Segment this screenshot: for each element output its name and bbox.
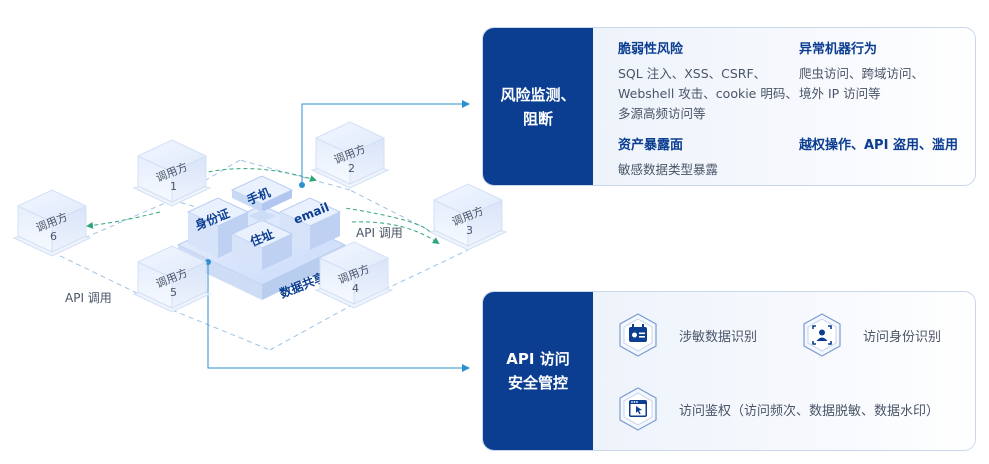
risk-column-abnormal: 异常机器行为 爬虫访问、跨域访问、 境外 IP 访问等 越权操作、API 盗用、… (799, 40, 969, 156)
caller-number: 1 (170, 180, 177, 193)
risk-title-vulnerability: 脆弱性风险 (618, 42, 684, 57)
browser-cursor-icon (617, 386, 659, 432)
connector-dot-top (299, 182, 305, 188)
caller-number: 6 (50, 230, 57, 243)
calendar-id-icon (617, 312, 659, 358)
caller-cube-top (314, 121, 386, 155)
connector-lines (207, 100, 470, 372)
caller-number: 3 (466, 224, 473, 237)
risk-line: SQL 注入、XSS、CSRF、 (618, 66, 767, 81)
api-call-label-right: API 调用 (356, 226, 403, 240)
risk-title-privilege-abuse: 越权操作、API 盗用、滥用 (799, 138, 958, 153)
caller-cube-top (136, 245, 208, 279)
api-call-label-left: API 调用 (65, 291, 112, 305)
api-item-label: 涉敏数据识别 (679, 329, 758, 345)
api-item-sensitive-data: 涉敏数据识别 (617, 312, 757, 358)
risk-title-exposure: 资产暴露面 (618, 138, 684, 153)
api-item-label: 访问身份识别 (863, 329, 942, 345)
caller-number: 5 (170, 286, 177, 299)
risk-line: 多源高频访问等 (618, 106, 706, 121)
risk-panel-title-line2: 阻断 (522, 109, 553, 128)
caller-number: 2 (348, 162, 355, 175)
risk-line: 敏感数据类型暴露 (618, 162, 719, 177)
api-security-panel: API 访问 安全管控 涉敏数据识别 (482, 291, 976, 451)
risk-panel-title: 风险监测、 阻断 (483, 28, 593, 185)
caller-cube-top (136, 139, 208, 173)
caller-cube-top (432, 183, 504, 217)
caller-cube-top (16, 189, 88, 223)
api-item-authorization: 访问鉴权（访问频次、数据脱敏、数据水印） (617, 386, 939, 432)
risk-monitoring-panel: 风险监测、 阻断 脆弱性风险 SQL 注入、XSS、CSRF、 Webshell… (482, 27, 976, 186)
api-panel-title-line2: 安全管控 (507, 374, 568, 392)
risk-title-abnormal-behavior: 异常机器行为 (799, 42, 878, 57)
api-item-identity: 访问身份识别 (801, 312, 941, 358)
user-scan-icon (801, 312, 843, 358)
caller-cube-top (318, 241, 390, 275)
risk-column-vulnerability: 脆弱性风险 SQL 注入、XSS、CSRF、 Webshell 攻击、cooki… (618, 40, 808, 180)
risk-panel-title-line1: 风险监测、 (500, 85, 576, 104)
api-panel-title: API 访问 安全管控 (483, 292, 593, 450)
caller-number: 4 (352, 282, 359, 295)
risk-line: Webshell 攻击、cookie 明码、 (618, 86, 798, 101)
risk-panel-body: 脆弱性风险 SQL 注入、XSS、CSRF、 Webshell 攻击、cooki… (593, 28, 975, 185)
risk-line: 境外 IP 访问等 (799, 86, 881, 101)
api-panel-body: 涉敏数据识别 访问身份识别 (593, 292, 975, 450)
center-tiles (186, 175, 342, 270)
api-item-label: 访问鉴权（访问频次、数据脱敏、数据水印） (679, 403, 940, 419)
api-panel-title-line1: API 访问 (506, 350, 570, 368)
risk-line: 爬虫访问、跨域访问、 (799, 66, 925, 81)
